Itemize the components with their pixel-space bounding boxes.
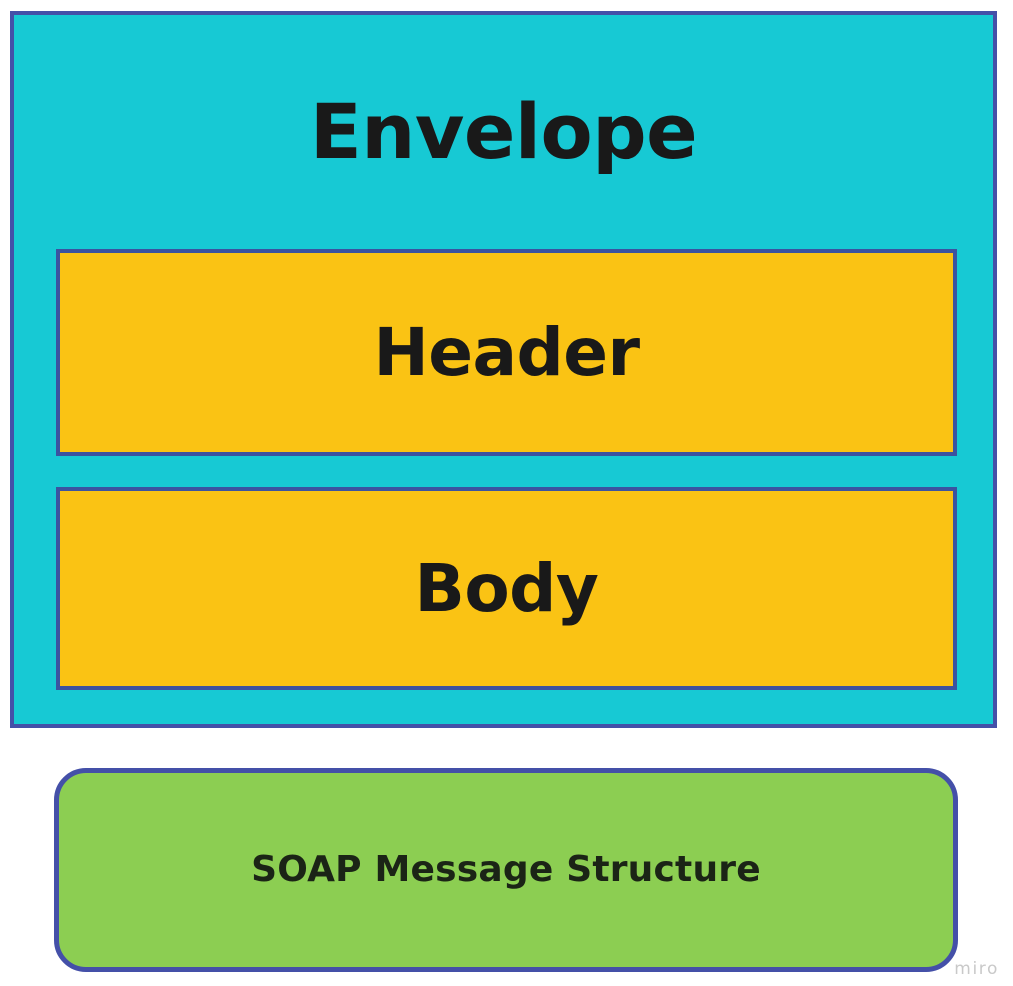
envelope-label: Envelope: [309, 87, 698, 176]
header-block-label: Header: [373, 313, 640, 391]
caption-block[interactable]: SOAP Message Structure: [54, 768, 958, 972]
body-block-label: Body: [414, 549, 599, 627]
miro-watermark: miro: [954, 959, 999, 979]
envelope-container[interactable]: Envelope Header Body: [10, 11, 997, 728]
header-block[interactable]: Header: [56, 249, 957, 456]
caption-block-label: SOAP Message Structure: [251, 849, 761, 890]
body-block[interactable]: Body: [56, 487, 957, 690]
